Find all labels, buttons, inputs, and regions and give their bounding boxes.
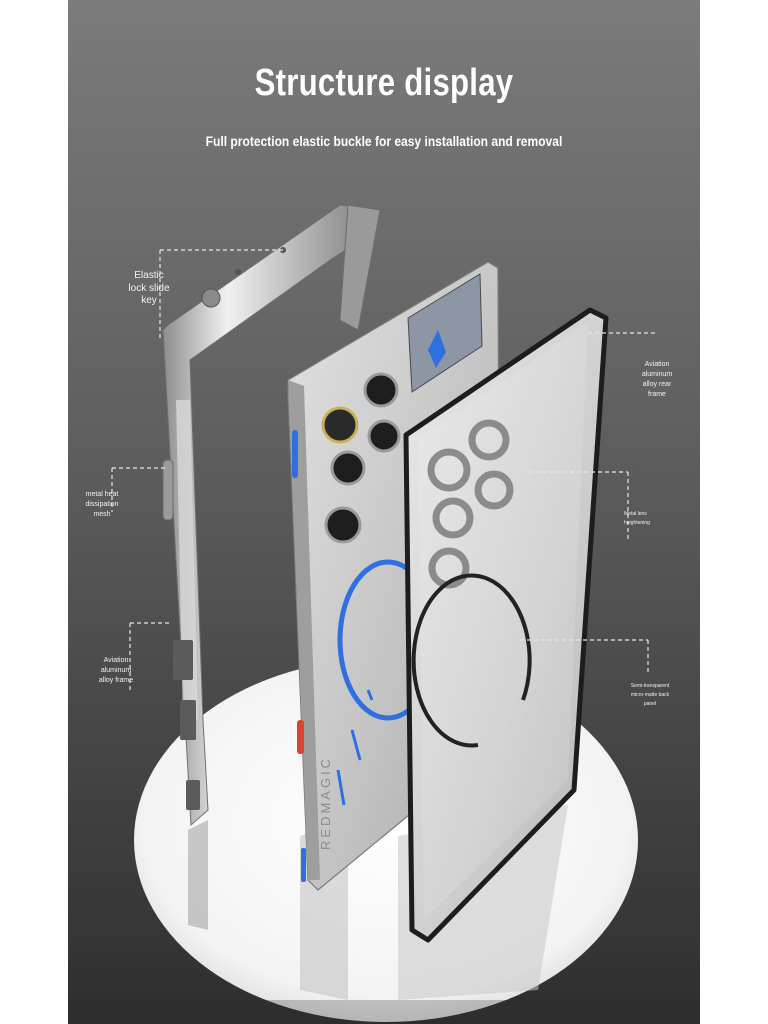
brand-engraving: REDMAGIC (318, 756, 333, 850)
callout-lines (111, 249, 658, 690)
lock-key-knob (201, 288, 221, 308)
page-title: Structure display (254, 62, 514, 104)
lens-rings (427, 419, 514, 589)
heat-mesh (162, 459, 174, 521)
label-lens-heightening: Metal lens heightening (624, 511, 650, 526)
transparent-window (407, 273, 483, 393)
label-aviation-rear-frame: Aviation aluminum alloy rear frame (641, 361, 673, 398)
product-banner: Structure display Full protection elasti… (68, 0, 700, 1024)
side-accent (301, 848, 306, 882)
label-elastic-lock: Elastic lock slide key (128, 270, 170, 306)
page-subtitle: Full protection elastic buckle for easy … (205, 133, 563, 149)
exploded-case-illustration: REDMAGIC (68, 204, 700, 1024)
magsafe-ring (411, 573, 532, 748)
label-heat-mesh: metal heat dissipation mesh (85, 491, 119, 518)
label-back-panel: Semi-transparent micro-matte back panel (630, 683, 670, 707)
frame-cutouts (173, 640, 200, 810)
side-accent (292, 430, 298, 478)
camera-module (321, 372, 401, 544)
bumper-frame (162, 204, 381, 827)
label-aviation-frame: Aviation aluminum alloy frame (98, 657, 134, 684)
power-button (297, 720, 304, 754)
